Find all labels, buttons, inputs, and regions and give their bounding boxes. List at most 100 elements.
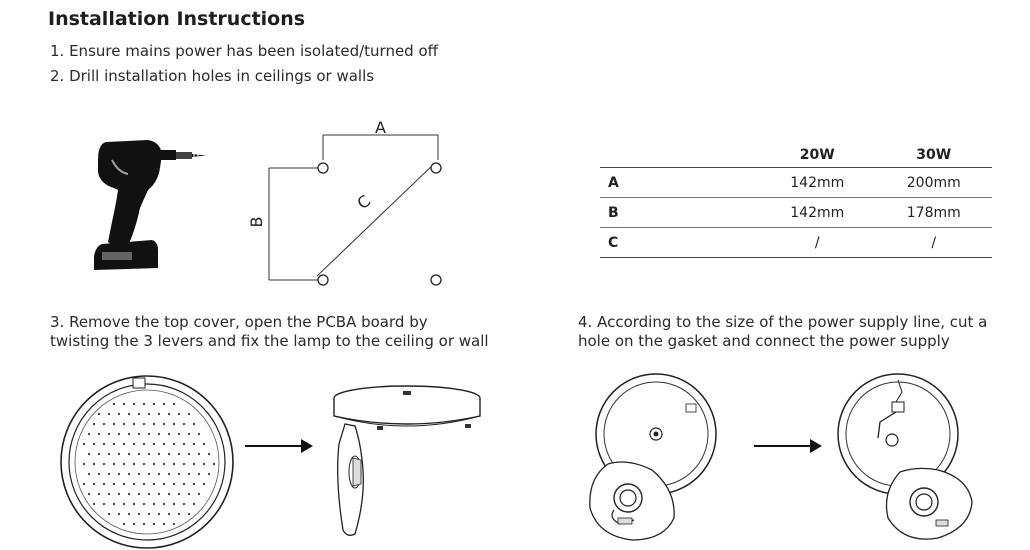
led-dot: [102, 442, 106, 446]
led-dot: [172, 482, 176, 486]
led-dot: [147, 472, 151, 476]
led-dot: [87, 492, 91, 496]
led-dot: [207, 452, 211, 456]
step-1-text: 1. Ensure mains power has been isolated/…: [50, 42, 438, 60]
led-dot: [147, 512, 151, 516]
cell-20w: /: [759, 227, 876, 258]
led-dot: [132, 422, 136, 426]
row-label: A: [600, 167, 759, 198]
led-dot: [177, 512, 181, 516]
led-dot: [172, 502, 176, 506]
led-dot: [82, 442, 86, 446]
led-dot: [92, 482, 96, 486]
led-dot: [162, 502, 166, 506]
led-dot: [197, 472, 201, 476]
led-dot: [162, 422, 166, 426]
led-dot: [112, 482, 116, 486]
hole-pattern-diagram: A B C: [247, 118, 442, 286]
led-dot: [167, 492, 171, 496]
led-dot: [107, 472, 111, 476]
led-dot: [192, 502, 196, 506]
drill-icon: [94, 140, 206, 270]
step-2-text: 2. Drill installation holes in ceilings …: [50, 67, 375, 85]
led-dot: [152, 482, 156, 486]
step-4-text: 4. According to the size of the power su…: [578, 313, 998, 351]
lamp-base-gasket-icon: [589, 373, 717, 541]
dimension-a-label: A: [375, 118, 386, 137]
led-dot: [112, 422, 116, 426]
led-dot: [112, 462, 116, 466]
led-dot: [177, 492, 181, 496]
led-dot: [157, 412, 161, 416]
led-dot: [97, 492, 101, 496]
led-dot: [87, 472, 91, 476]
cell-30w: 200mm: [875, 167, 992, 198]
led-dot: [107, 512, 111, 516]
led-dot: [142, 442, 146, 446]
led-dot: [187, 432, 191, 436]
led-dot: [87, 452, 91, 456]
led-dot: [117, 472, 121, 476]
led-dot: [172, 442, 176, 446]
cell-20w: 142mm: [759, 167, 876, 198]
dimension-c-label: C: [353, 191, 374, 213]
lamp-wired-icon: [837, 373, 973, 540]
cell-30w: 178mm: [875, 197, 992, 228]
led-dot: [202, 442, 206, 446]
led-dot: [137, 512, 141, 516]
led-dot: [172, 402, 176, 406]
led-dot: [197, 452, 201, 456]
step-3-line-1: 3. Remove the top cover, open the PCBA b…: [50, 313, 428, 331]
led-dot: [152, 502, 156, 506]
led-dot: [162, 462, 166, 466]
led-dot: [122, 462, 126, 466]
led-dot: [117, 492, 121, 496]
led-dot: [142, 522, 146, 526]
spec-table: 20W 30W A 142mm 200mm B 142mm 178mm C / …: [600, 143, 992, 258]
led-dot: [132, 462, 136, 466]
led-dot: [167, 472, 171, 476]
led-dot: [197, 432, 201, 436]
row-label: C: [600, 227, 759, 258]
table-header-row: 20W 30W: [600, 143, 992, 168]
arrow-right-icon: [754, 439, 822, 453]
led-dot: [172, 522, 176, 526]
led-dot: [162, 402, 166, 406]
led-dot: [132, 502, 136, 506]
led-dot: [207, 472, 211, 476]
led-dot: [107, 412, 111, 416]
led-dot: [127, 412, 131, 416]
led-dot: [162, 522, 166, 526]
led-dot: [187, 492, 191, 496]
led-dot: [97, 452, 101, 456]
led-dot: [92, 422, 96, 426]
led-dot: [177, 432, 181, 436]
step-3-text: 3. Remove the top cover, open the PCBA b…: [50, 313, 520, 351]
led-dot: [152, 462, 156, 466]
led-dot: [147, 452, 151, 456]
led-dot: [167, 512, 171, 516]
led-dot: [112, 442, 116, 446]
led-dot: [142, 402, 146, 406]
led-dot: [197, 492, 201, 496]
led-dot: [132, 402, 136, 406]
led-dot: [142, 422, 146, 426]
led-dot: [182, 502, 186, 506]
led-dot: [142, 502, 146, 506]
led-dot: [157, 512, 161, 516]
led-dot: [187, 412, 191, 416]
led-dot: [97, 472, 101, 476]
led-dot: [107, 492, 111, 496]
led-dot: [152, 402, 156, 406]
led-dot: [117, 432, 121, 436]
page-title: Installation Instructions: [48, 8, 306, 30]
led-dot: [127, 432, 131, 436]
led-dot: [92, 502, 96, 506]
led-dot: [132, 442, 136, 446]
led-dot: [157, 432, 161, 436]
led-dot: [147, 412, 151, 416]
led-dot: [132, 522, 136, 526]
led-dot: [102, 462, 106, 466]
led-dot: [117, 452, 121, 456]
led-dot: [167, 412, 171, 416]
